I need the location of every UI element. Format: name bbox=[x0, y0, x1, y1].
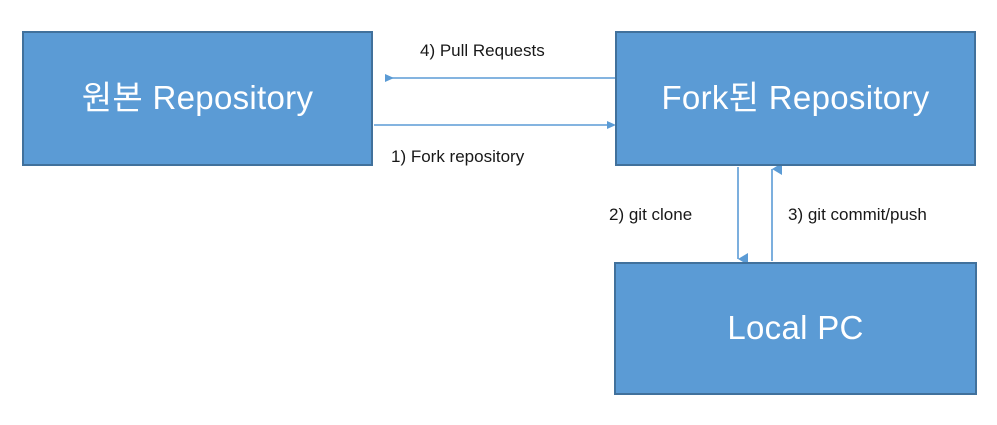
node-forked-repository-label: Fork된 Repository bbox=[661, 79, 930, 117]
edge-label-pull-requests: 4) Pull Requests bbox=[420, 41, 545, 60]
node-origin-repository[interactable]: 원본 Repository bbox=[22, 31, 373, 166]
node-forked-repository[interactable]: Fork된 Repository bbox=[615, 31, 976, 166]
edge-label-fork-repository: 1) Fork repository bbox=[391, 147, 525, 166]
node-local-pc[interactable]: Local PC bbox=[614, 262, 977, 395]
node-origin-repository-label: 원본 Repository bbox=[81, 79, 314, 117]
edge-label-git-clone: 2) git clone bbox=[609, 205, 693, 224]
node-local-pc-label: Local PC bbox=[727, 309, 864, 347]
edge-label-git-commit-push: 3) git commit/push bbox=[788, 205, 927, 224]
